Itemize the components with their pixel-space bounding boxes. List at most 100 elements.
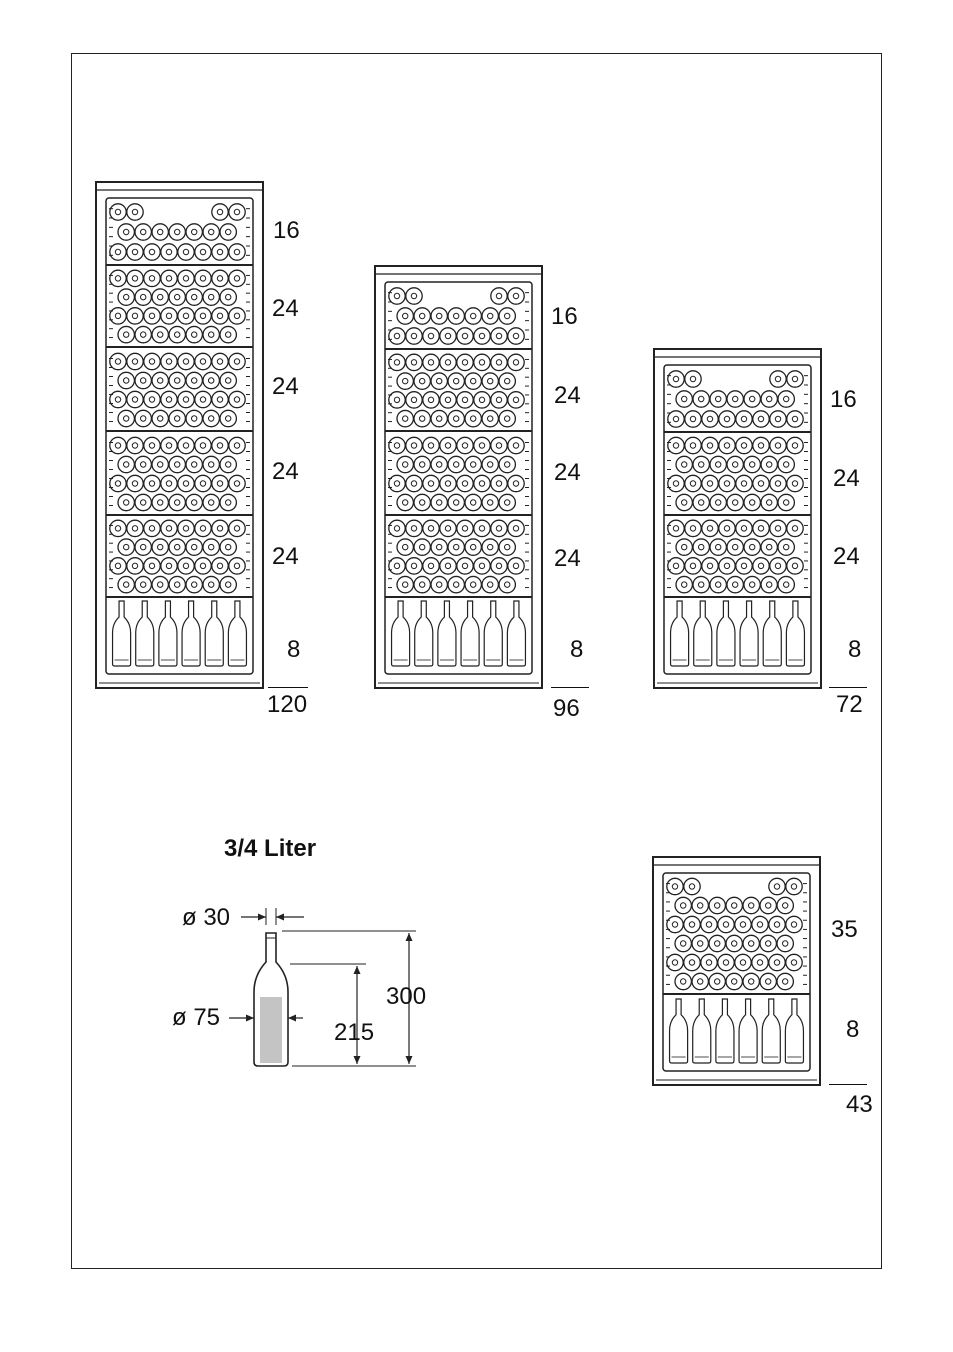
bottle-end bbox=[229, 204, 245, 220]
bottle-end bbox=[144, 391, 160, 407]
total-height-arrow-down-head bbox=[406, 1056, 413, 1064]
bottle-end bbox=[499, 308, 515, 324]
bottle-end bbox=[448, 373, 464, 389]
bottle-end bbox=[144, 308, 160, 324]
bottle-end bbox=[735, 954, 751, 970]
bottle-end bbox=[719, 558, 735, 574]
bottle-end bbox=[144, 475, 160, 491]
bottle-end bbox=[753, 475, 769, 491]
bottle-end bbox=[465, 494, 481, 510]
bottle-end bbox=[229, 353, 245, 369]
bottle-end bbox=[127, 391, 143, 407]
bottle-end bbox=[229, 520, 245, 536]
bottle-end bbox=[770, 520, 786, 536]
bottle-end bbox=[397, 494, 413, 510]
bottle-end bbox=[770, 437, 786, 453]
total-height-label: 300 bbox=[386, 985, 426, 1009]
bottle-end bbox=[778, 456, 794, 472]
bottle-end bbox=[718, 954, 734, 970]
bottle-end bbox=[440, 437, 456, 453]
bottle-end bbox=[203, 224, 219, 240]
bottle-end bbox=[406, 354, 422, 370]
bottle-end bbox=[161, 558, 177, 574]
bottle-end bbox=[474, 392, 490, 408]
bottle-end bbox=[491, 392, 507, 408]
bottle-end bbox=[692, 973, 708, 989]
bottle-end bbox=[169, 326, 185, 342]
bottle-end bbox=[389, 392, 405, 408]
bottle-end bbox=[414, 539, 430, 555]
cabinet-2-total-rule bbox=[551, 687, 589, 688]
bottle-end bbox=[761, 539, 777, 555]
neck-arrow-right-head bbox=[276, 914, 284, 921]
bottle-end bbox=[118, 410, 134, 426]
cabinet-3-shelf-3-count: 24 bbox=[833, 545, 860, 569]
bottle-end bbox=[499, 373, 515, 389]
bottle-end bbox=[499, 539, 515, 555]
bottle-size-heading: 3/4 Liter bbox=[224, 835, 316, 863]
bottle-end bbox=[178, 391, 194, 407]
standing-bottle bbox=[484, 601, 502, 666]
bottle-end bbox=[693, 391, 709, 407]
bottle-end bbox=[761, 576, 777, 592]
bottle-end bbox=[178, 308, 194, 324]
bottle-end bbox=[203, 410, 219, 426]
bottle-end bbox=[161, 475, 177, 491]
bottle-end bbox=[152, 224, 168, 240]
bottle-end bbox=[152, 494, 168, 510]
bottle-end bbox=[786, 954, 802, 970]
bottle-end bbox=[135, 576, 151, 592]
bottle-end bbox=[406, 328, 422, 344]
bottle-end bbox=[135, 326, 151, 342]
bottle-end bbox=[229, 437, 245, 453]
bottle-end bbox=[203, 494, 219, 510]
bottle-end bbox=[161, 520, 177, 536]
bottle-end bbox=[127, 308, 143, 324]
bottle-end bbox=[465, 410, 481, 426]
bottle-end bbox=[693, 539, 709, 555]
bottle-end bbox=[684, 916, 700, 932]
bottle-end bbox=[710, 494, 726, 510]
bottle-end bbox=[203, 456, 219, 472]
cabinet-1-shelf-4-count: 24 bbox=[272, 460, 299, 484]
bottle-end bbox=[161, 308, 177, 324]
bottle-end bbox=[770, 371, 786, 387]
bottle-end bbox=[186, 456, 202, 472]
bottle-end bbox=[414, 576, 430, 592]
bottle-end bbox=[769, 916, 785, 932]
bottle-end bbox=[212, 244, 228, 260]
bottle-end bbox=[743, 935, 759, 951]
body-height-label: 215 bbox=[334, 1021, 374, 1045]
bottle-end bbox=[389, 475, 405, 491]
bottle-end bbox=[178, 475, 194, 491]
bottle-end bbox=[144, 353, 160, 369]
bottle-end bbox=[178, 520, 194, 536]
bottle-end bbox=[684, 878, 700, 894]
bottle-end bbox=[752, 954, 768, 970]
bottle-end bbox=[777, 935, 793, 951]
bottle-end bbox=[440, 392, 456, 408]
bottle-end bbox=[743, 973, 759, 989]
bottle-end bbox=[786, 916, 802, 932]
bottle-end bbox=[508, 328, 524, 344]
bottle-end bbox=[127, 558, 143, 574]
bottle-end bbox=[195, 353, 211, 369]
body-height-arrow-up-head bbox=[354, 966, 361, 974]
bottle-end bbox=[448, 576, 464, 592]
bottle-end bbox=[203, 326, 219, 342]
bottle-end bbox=[753, 558, 769, 574]
bottle-end bbox=[118, 372, 134, 388]
bottle-end bbox=[212, 204, 228, 220]
bottle-end bbox=[752, 916, 768, 932]
bottle-end bbox=[508, 288, 524, 304]
bottle-end bbox=[178, 353, 194, 369]
bottle-end bbox=[397, 410, 413, 426]
bottle-end bbox=[203, 539, 219, 555]
bottle-end bbox=[203, 289, 219, 305]
bottle-end bbox=[127, 520, 143, 536]
bottle-end bbox=[110, 475, 126, 491]
bottle-end bbox=[676, 494, 692, 510]
bottle-end bbox=[726, 897, 742, 913]
bottle-end bbox=[220, 410, 236, 426]
cabinet-2-shelf-3-count: 24 bbox=[554, 461, 581, 485]
